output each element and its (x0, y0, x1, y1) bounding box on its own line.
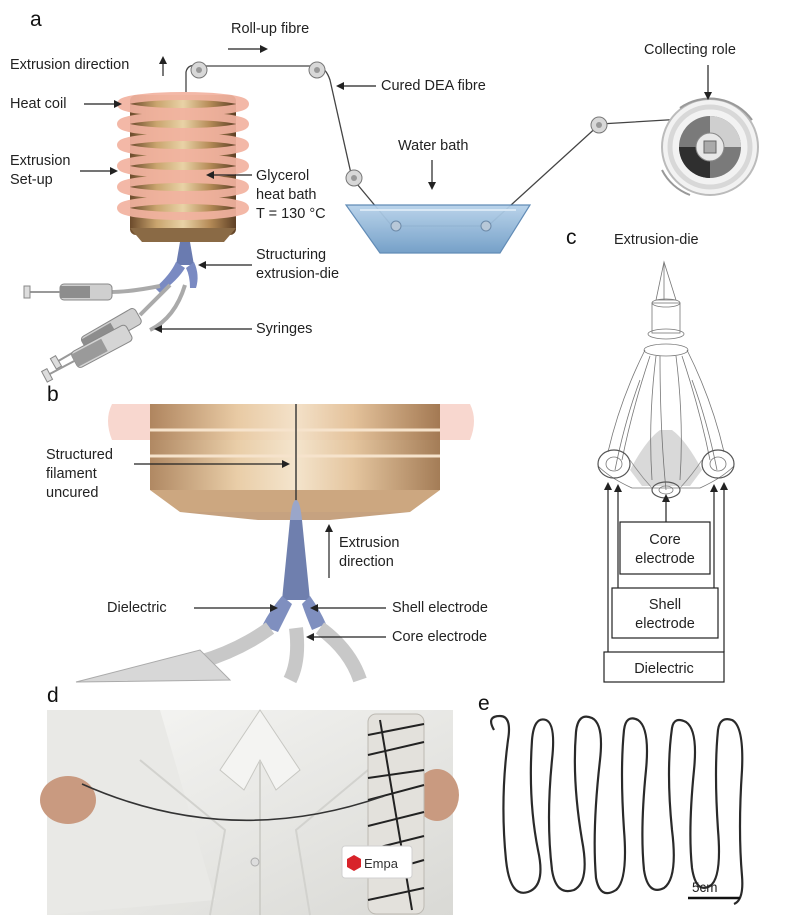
water-bath (344, 204, 532, 254)
panel-a: a (10, 8, 759, 383)
panel-c-title: Extrusion-die (614, 232, 699, 248)
pulley (190, 61, 208, 79)
box-core-electrode: Core electrode (619, 521, 711, 575)
panel-e: e 5cm (478, 692, 744, 906)
label-shell-line2: electrode (635, 616, 695, 632)
arrow (325, 524, 333, 578)
arrow (84, 100, 122, 108)
scale-bar: 5cm (688, 880, 740, 900)
label-cured-dea-fibre: Cured DEA fibre (381, 78, 486, 94)
tubing (197, 622, 367, 684)
arrow (428, 160, 436, 190)
arrow (134, 460, 290, 468)
label-extrusion-setup-line1: Extrusion (10, 153, 70, 169)
arrow (80, 167, 118, 175)
label-extrusion-direction-b-line1: Extrusion (339, 535, 399, 551)
syringe (23, 283, 161, 301)
panel-letter-d: d (47, 684, 59, 707)
box-shell-electrode: Shell electrode (611, 587, 719, 639)
pulley (308, 61, 326, 79)
label-syringes: Syringes (256, 321, 312, 337)
die-wireframe (597, 260, 735, 499)
arrow (306, 633, 386, 641)
label-roll-up-fibre: Roll-up fibre (231, 21, 309, 37)
label-glycerol-line2: heat bath (256, 187, 316, 203)
syringe (40, 284, 187, 383)
label-shell-line1: Shell (649, 597, 681, 613)
panel-b: b Structured filament uncured (46, 383, 488, 684)
scale-bar-label: 5cm (692, 880, 718, 895)
label-extrusion-setup-line2: Set-up (10, 172, 53, 188)
label-dielectric-c: Dielectric (634, 661, 694, 677)
label-glycerol-line1: Glycerol (256, 168, 309, 184)
extrusion-die (262, 500, 326, 632)
panel-c: c Extrusion-die (566, 226, 735, 683)
pulley (345, 169, 363, 187)
label-core-electrode-b: Core electrode (392, 629, 487, 645)
empa-badge-text: Empa (364, 856, 399, 871)
label-extrusion-direction: Extrusion direction (10, 57, 129, 73)
serpentine-fibre (490, 714, 744, 906)
photo-lab-coat (40, 709, 459, 916)
die-shading (630, 430, 702, 486)
arrow (159, 56, 167, 76)
heater-cylinder-bottom (150, 404, 440, 520)
arrow (154, 325, 252, 333)
label-core-line1: Core (649, 532, 680, 548)
label-structured-line2: filament (46, 466, 97, 482)
callout-lines (607, 486, 725, 652)
held-fibre (81, 783, 385, 822)
label-collecting-role: Collecting role (644, 42, 736, 58)
panel-letter-c: c (566, 226, 577, 249)
panel-letter-a: a (30, 8, 42, 31)
pulley (590, 116, 608, 134)
label-structured-line3: uncured (46, 485, 98, 501)
arrow (206, 171, 252, 179)
label-structuring-line1: Structuring (256, 247, 326, 263)
arrow (336, 82, 376, 90)
label-structured-line1: Structured (46, 447, 113, 463)
empa-logo-icon (347, 855, 361, 871)
arrow (704, 65, 712, 100)
label-structuring-line2: extrusion-die (256, 266, 339, 282)
panel-letter-e: e (478, 692, 490, 715)
arrow (228, 45, 268, 53)
syringe-body (75, 649, 232, 683)
panel-d: d (40, 684, 459, 916)
label-extrusion-direction-b-line2: direction (339, 554, 394, 570)
label-core-line2: electrode (635, 551, 695, 567)
box-dielectric: Dielectric (603, 651, 725, 683)
label-water-bath: Water bath (398, 138, 468, 154)
label-dielectric-b: Dielectric (107, 600, 167, 616)
panel-letter-b: b (47, 383, 59, 406)
label-glycerol-line3: T = 130 °C (256, 206, 326, 222)
collecting-roll (661, 97, 759, 196)
extrusion-die (155, 242, 198, 293)
label-heat-coil: Heat coil (10, 96, 66, 112)
arrow (310, 604, 386, 612)
label-shell-electrode-b: Shell electrode (392, 600, 488, 616)
callout-arrowheads (604, 482, 728, 502)
arrow (198, 261, 252, 269)
empa-badge: Empa (341, 845, 413, 879)
arrow (194, 604, 278, 612)
